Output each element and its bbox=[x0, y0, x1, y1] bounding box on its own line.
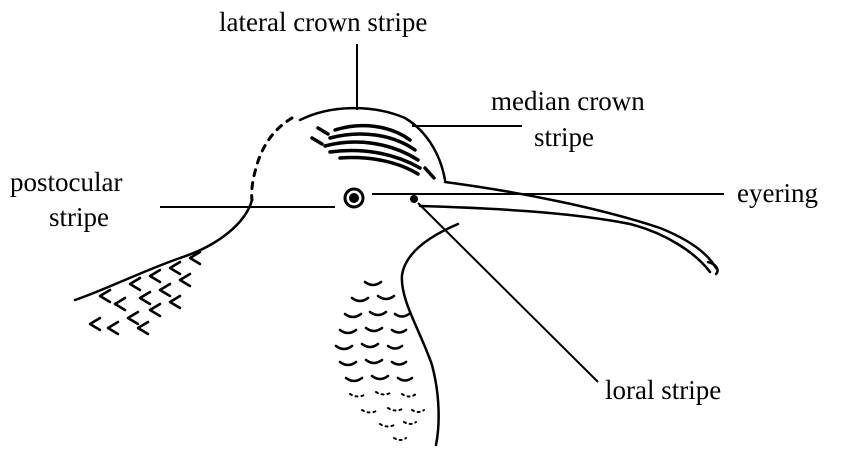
label-eyering: eyering bbox=[737, 176, 818, 210]
label-postocular-stripe-line2: stripe bbox=[49, 200, 109, 234]
median-crown-stripe-marks bbox=[312, 126, 434, 178]
throat-scallops bbox=[336, 282, 412, 381]
leader-loral bbox=[418, 203, 598, 382]
throat-dots bbox=[350, 392, 424, 440]
nape-dashes bbox=[252, 118, 292, 200]
neck-markings-left bbox=[90, 252, 200, 334]
eye-icon bbox=[345, 189, 363, 207]
label-loral-stripe: loral stripe bbox=[605, 373, 721, 407]
lore-dot bbox=[410, 195, 418, 203]
label-lateral-crown-stripe: lateral crown stripe bbox=[219, 5, 427, 39]
bill-lower bbox=[420, 206, 710, 272]
label-median-crown-stripe-line1: median crown bbox=[491, 84, 645, 118]
label-median-crown-stripe-line2: stripe bbox=[534, 120, 594, 154]
throat-line bbox=[402, 224, 458, 445]
label-postocular-stripe-line1: postocular bbox=[10, 165, 122, 199]
